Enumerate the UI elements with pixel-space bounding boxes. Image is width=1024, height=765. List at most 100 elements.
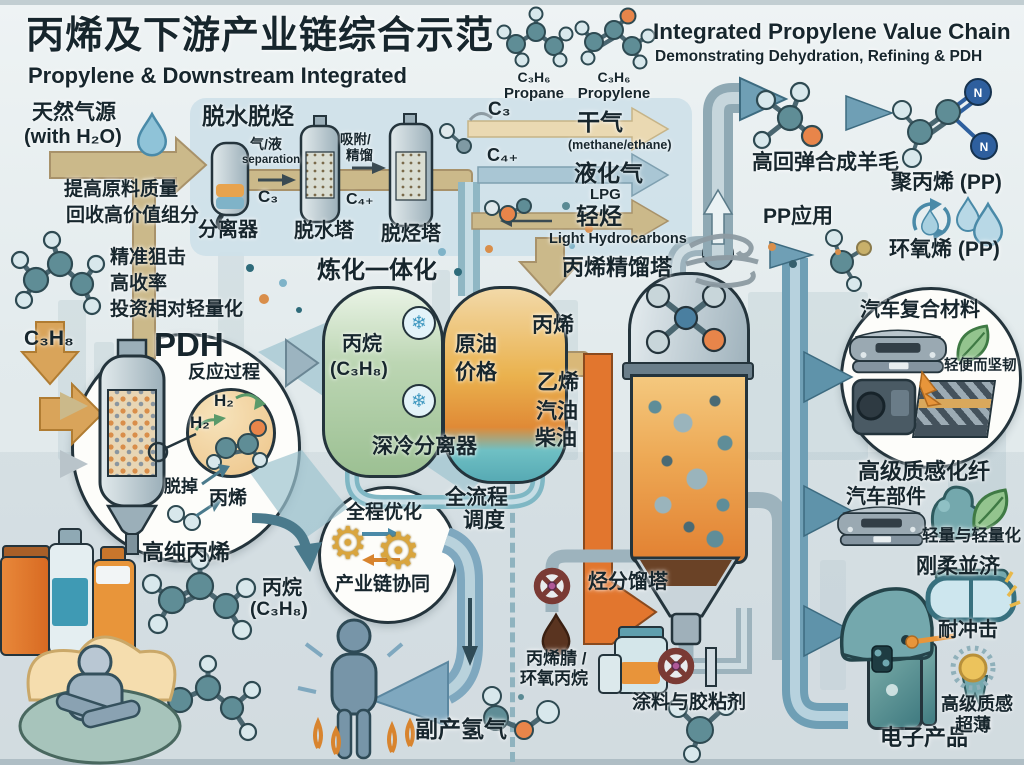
overhead-pipe-highlight	[672, 242, 716, 296]
optimization-title: 全程优化	[346, 502, 423, 523]
decorative-dots	[246, 202, 841, 700]
wind-icon	[685, 233, 759, 288]
pdh-note: 高收率	[110, 273, 168, 294]
h2-label: H₂	[190, 413, 210, 432]
lpg-label: 液化气	[574, 160, 643, 186]
dry-gas-label: 干气	[577, 109, 623, 135]
reactor-in-chevron	[60, 450, 88, 478]
lpg-sub: LPG	[590, 186, 621, 203]
dehydration-tower-label: 脱水塔	[294, 220, 354, 242]
pipe-flange	[705, 647, 717, 687]
car-bumper-icon	[849, 329, 947, 374]
h2-arrowhead	[369, 660, 449, 728]
propylene-label: 丙烯	[209, 488, 248, 509]
auto-parts-label: 汽车部件	[846, 486, 926, 508]
propane-molecule-atoms	[496, 6, 574, 68]
dry-gas-arrow	[467, 106, 670, 152]
fiber-title: 高级质感化纤	[858, 459, 991, 484]
c3h8-down-arrow	[19, 321, 81, 386]
propane-label: 丙烷	[262, 577, 302, 599]
tower-stem	[670, 612, 702, 646]
premium-label: 高级质感	[941, 694, 1013, 714]
feed-source-sub: (with H₂O)	[24, 126, 122, 148]
svg-text:N: N	[974, 86, 983, 100]
branch-arrow-composite	[803, 350, 854, 404]
feed-down-arrow	[517, 237, 583, 297]
distill-label: 精馏	[346, 148, 373, 163]
molecule-formula: C₃H₆	[597, 69, 631, 85]
separator-drain	[215, 213, 229, 234]
feed-source-label: 天然气源	[32, 101, 116, 124]
dehc-tower-label: 脱烃塔	[381, 223, 441, 245]
goggles-icon	[925, 568, 1017, 623]
propane-curve-arrowhead	[294, 542, 322, 572]
helmet-icon	[839, 587, 955, 662]
gear-icon: ⚙	[376, 523, 421, 579]
c3h8-label: C₃H₈	[24, 327, 74, 350]
tower-packing	[305, 151, 335, 199]
pp-app-molecule	[825, 229, 872, 292]
gas-molecule-fragment	[484, 198, 532, 223]
molecule-name: Propane	[503, 85, 564, 102]
gear-arrowhead	[362, 554, 374, 566]
propane-curve-arrow	[251, 513, 311, 550]
po-label: 环氧丙烷	[520, 669, 588, 688]
magnifier-origin	[147, 441, 169, 463]
rigid-flex-label: 刚柔並济	[916, 555, 1000, 578]
propylene-molecule-atoms	[574, 7, 656, 70]
inset-molecule-atoms	[206, 419, 268, 470]
pdh-title: PDH	[154, 326, 224, 363]
heavy-cut-arrow	[583, 353, 658, 645]
phone-logo	[886, 684, 898, 696]
small-arrow	[201, 468, 223, 486]
section-divider	[510, 468, 515, 762]
feed-note: 提高原料质量	[64, 179, 179, 200]
award-badge-icon	[950, 645, 996, 712]
propylene-stream-label: 丙烯	[532, 314, 574, 337]
acn-label: 丙烯腈 /	[526, 649, 587, 668]
electronics-label: 电子产品	[880, 725, 969, 750]
po-pp-label: 环氧烯 (PP)	[889, 238, 1000, 261]
paint-jar-content	[620, 662, 660, 684]
crude-vessel	[442, 286, 568, 484]
branch-arrow-electronics	[803, 604, 854, 658]
tower-packing	[395, 151, 427, 201]
refining-title: 炼化一体化	[317, 257, 437, 284]
schedule-label2: 调度	[463, 509, 505, 532]
lpg-arrow	[477, 152, 670, 198]
light-hc-sub: Light Hydrocarbons	[549, 231, 687, 247]
coatings-label: 涂料与胶粘剂	[632, 692, 747, 713]
c4-out-label: C₄₊	[487, 145, 519, 165]
remove-label: 脱掉	[164, 477, 198, 496]
h2-release-arrowhead	[254, 396, 266, 410]
water-drop-icon	[137, 112, 167, 157]
feed-note: 回收高价值组分	[66, 205, 200, 226]
crude-label: 原油	[455, 333, 497, 356]
ethylene-label: 乙烯	[537, 371, 579, 394]
pp-chain-arrow	[845, 94, 895, 132]
emphasis-dashes	[297, 642, 411, 694]
c4-pipe-label: C₄₊	[346, 191, 374, 208]
wool-label: 高回弹合成羊毛	[752, 151, 899, 174]
frac-tower-label: 烃分馏塔	[588, 571, 668, 593]
tower-body	[630, 374, 748, 564]
branch-arrow-fiber	[803, 484, 854, 538]
light-hc-arrow	[471, 198, 670, 244]
right-title: Integrated Propylene Value Chain	[653, 19, 1011, 44]
leaf-icon	[972, 488, 1009, 531]
car-bumper-icon	[837, 506, 926, 546]
riser-pipe-highlight	[712, 92, 740, 256]
snowflake-icon: ❄	[402, 384, 436, 418]
separator-liquid-orange	[216, 184, 244, 197]
magnifier-line	[165, 432, 197, 450]
light-tough-label: 轻便而坚韧	[944, 358, 1017, 374]
pp-label: 聚丙烯 (PP)	[891, 171, 1002, 194]
distribution-pipe-highlight	[790, 258, 848, 721]
pdh-note: 精准狙击	[110, 247, 187, 268]
molecule-formula: C₃H₆	[517, 69, 551, 85]
operator-person	[330, 618, 378, 760]
reactor-stem	[125, 533, 139, 555]
page-title: 丙烯及下游产业链综合示范	[26, 15, 495, 57]
schedule-label: 全流程	[445, 486, 508, 509]
propane-formula: (C₃H₈)	[250, 599, 308, 620]
